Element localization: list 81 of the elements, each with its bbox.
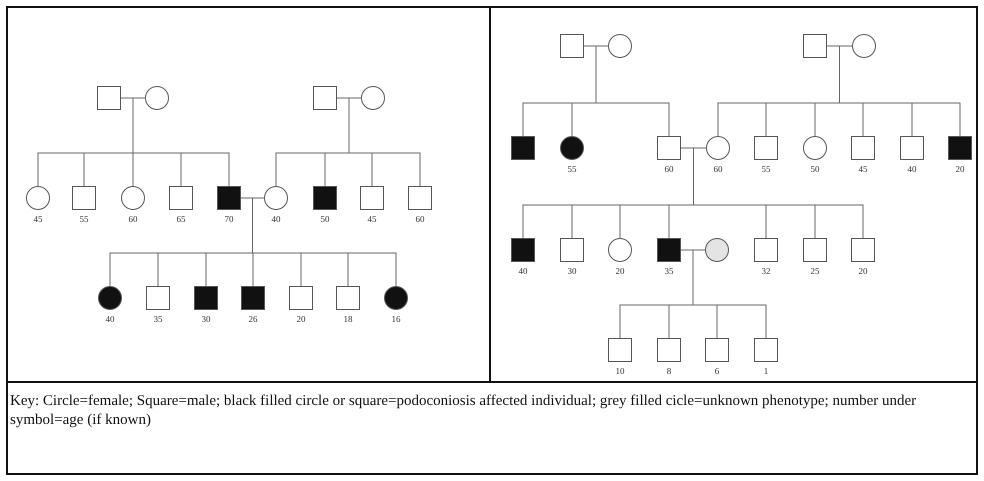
pedigree-circle [706,136,730,160]
pedigree-square [705,338,729,362]
age-label: 30 [568,266,576,276]
pedigree-square [803,34,827,58]
age-label: 20 [616,266,624,276]
age-label: 60 [714,164,722,174]
pedigree-square [97,86,121,110]
age-label: 1 [764,366,768,376]
age-label: 50 [320,214,330,224]
age-label: 45 [858,164,868,174]
age-label: 55 [80,214,88,224]
pedigree-circle [852,34,876,58]
pedigree-square [72,186,96,210]
age-label: 50 [810,164,820,174]
pedigree-square [754,238,778,262]
age-label: 8 [666,366,672,376]
pedigree-circle [608,238,632,262]
pedigree-circle [384,286,408,310]
age-label: 20 [956,164,964,174]
pedigree-circle [705,238,729,262]
pedigree-square [754,136,778,160]
age-label: 65 [176,214,186,224]
pedigree-square [336,286,360,310]
pedigree-square [169,186,193,210]
age-label: 26 [248,314,258,324]
age-label: 45 [368,214,376,224]
pedigree-square [851,238,875,262]
pedigree-square [900,136,924,160]
pedigree-circle [26,186,50,210]
pedigree-square [657,338,681,362]
pedigree-circle [121,186,145,210]
pedigree-square [313,86,337,110]
age-label: 10 [616,366,624,376]
age-label: 35 [664,266,674,276]
pedigree-square [948,136,972,160]
pedigree-square [241,286,265,310]
age-label: 60 [664,164,674,174]
pedigree-circle [98,286,122,310]
pedigree-square [146,286,170,310]
pedigree-square [194,286,218,310]
age-label: 35 [154,314,162,324]
age-label: 45 [34,214,42,224]
pedigree-circle [145,86,169,110]
pedigree-square [511,136,535,160]
pedigree-circle [560,136,584,160]
age-label: 40 [106,314,114,324]
pedigree-square [608,338,632,362]
pedigree-square [217,186,241,210]
pedigree-square [511,238,535,262]
pedigree-square [560,34,584,58]
age-label: 18 [344,314,352,324]
age-label: 55 [568,164,576,174]
pedigree-square [289,286,313,310]
age-label: 40 [272,214,280,224]
pedigree-circle [803,136,827,160]
age-label: 60 [416,214,424,224]
age-label: 6 [714,366,720,376]
age-label: 25 [810,266,820,276]
age-label: 40 [908,164,916,174]
pedigree-square [560,238,584,262]
pedigree-square [754,338,778,362]
pedigree-square [313,186,337,210]
age-label: 30 [202,314,210,324]
pedigree-square [360,186,384,210]
pedigree-square [851,136,875,160]
age-label: 16 [392,314,400,324]
pedigree-square [657,238,681,262]
age-label: 20 [296,314,306,324]
key-text: Key: Circle=female; Square=male; black filled circle or square=podoconiosis affected individual; grey filled cicle=unknown phenotype; number under symbol=age (if known) [10,392,918,430]
age-label: 60 [128,214,138,224]
age-label: 70 [224,214,234,224]
age-label: 40 [518,266,528,276]
pedigree-circle [264,186,288,210]
pedigree-circle [361,86,385,110]
pedigree-circle [608,34,632,58]
pedigree-square [657,136,681,160]
age-label: 20 [858,266,868,276]
age-label: 32 [762,266,770,276]
age-label: 55 [762,164,770,174]
pedigree-square [803,238,827,262]
pedigree-square [408,186,432,210]
